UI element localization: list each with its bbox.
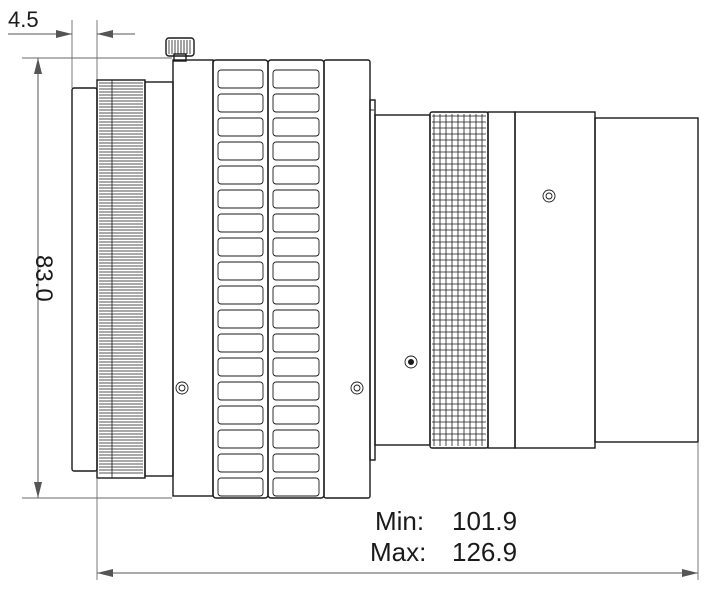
lock-screw-knurl <box>168 40 191 54</box>
set-screw-icon <box>542 189 556 203</box>
main-barrel-rear <box>323 59 371 499</box>
arrowhead-right <box>682 569 698 577</box>
focus-ring-right <box>267 59 325 499</box>
rear-shoulder <box>369 99 376 461</box>
length-max-value: 126.9 <box>452 537 517 567</box>
length-dimension: Min: 101.9 Max: 126.9 <box>96 442 699 580</box>
front-knurl-ring-pattern <box>99 80 143 478</box>
barrel-tube <box>374 114 431 446</box>
diameter-label: 83.0 <box>30 255 57 302</box>
arrowhead-right <box>97 30 113 38</box>
length-max-label: Max: <box>370 537 426 567</box>
set-screw-icon <box>350 381 364 395</box>
lens-mount-flange <box>71 87 98 472</box>
focus-ring-grip-right <box>272 69 320 497</box>
focus-ring-grip-left <box>217 69 264 497</box>
length-min-label: Min: <box>375 506 424 536</box>
main-barrel-front <box>172 59 214 497</box>
rear-section-step <box>487 111 516 449</box>
set-screw-icon <box>175 381 189 395</box>
rear-barrel <box>514 111 596 449</box>
lock-screw-head <box>165 37 195 57</box>
length-min-value: 101.9 <box>452 506 517 536</box>
arrowhead-top <box>34 58 42 74</box>
lens-body <box>71 37 699 499</box>
lock-screw-shank <box>173 53 187 62</box>
flange-offset-label: 4.5 <box>8 7 39 32</box>
mount-step <box>144 81 174 477</box>
flange-offset-dimension: 4.5 <box>8 7 135 88</box>
arrowhead-bottom <box>34 482 42 498</box>
arrowhead-left <box>56 30 72 38</box>
rear-tube <box>594 117 699 443</box>
focus-ring-left <box>212 59 269 499</box>
iris-ring-knurl-pattern <box>432 114 486 446</box>
set-screw-icon <box>404 355 418 369</box>
arrowhead-left <box>97 569 113 577</box>
